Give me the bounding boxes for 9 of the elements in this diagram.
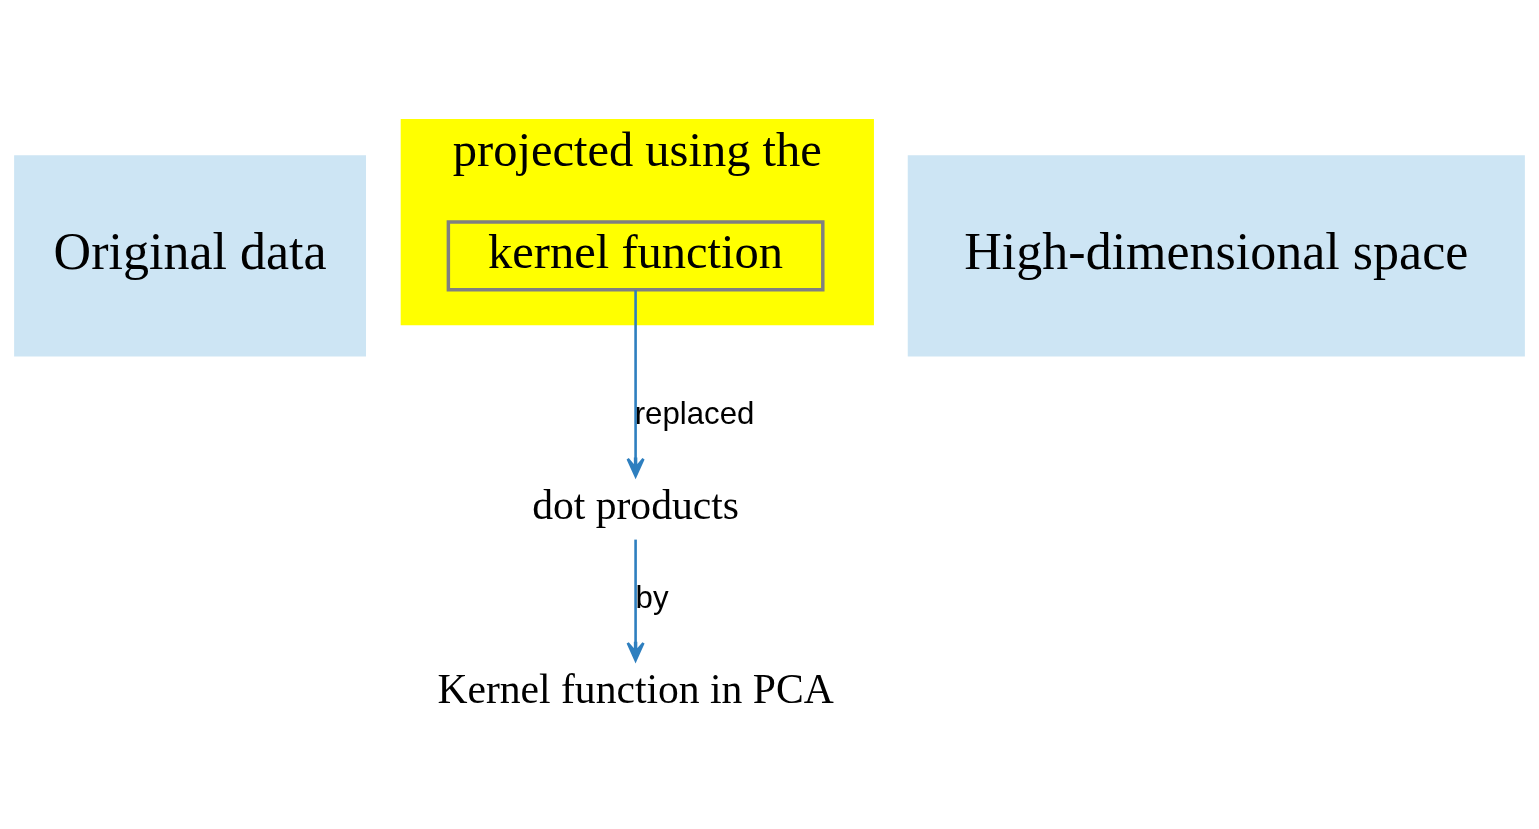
edge-label: by (635, 579, 669, 615)
arrow (626, 290, 645, 478)
node-text: Kernel function in PCA (437, 665, 834, 712)
node-box: kernel function (446, 220, 825, 292)
node-box: High-dimensional space (907, 155, 1525, 357)
node-text: dot products (532, 481, 739, 528)
edge-label: replaced (634, 395, 755, 431)
node-box: Original data (14, 155, 367, 357)
arrow (626, 539, 645, 662)
